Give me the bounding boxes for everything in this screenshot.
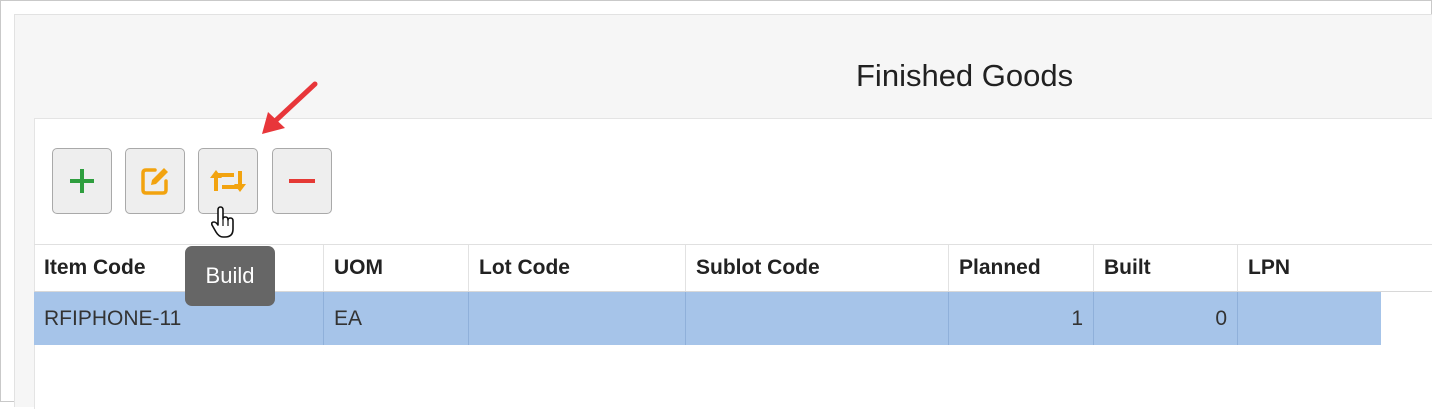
grid-top-border — [34, 244, 1432, 245]
cell-item-code[interactable]: RFIPHONE-11 — [34, 292, 324, 345]
column-header-built[interactable]: Built — [1094, 245, 1238, 291]
cell-lot-code[interactable] — [469, 292, 686, 345]
plus-icon — [70, 169, 94, 193]
build-button[interactable] — [198, 148, 258, 214]
column-header-sublot-code[interactable]: Sublot Code — [686, 245, 949, 291]
cell-lpn[interactable] — [1238, 292, 1381, 345]
column-header-item-code[interactable]: Item Code — [34, 245, 324, 291]
cell-uom[interactable]: EA — [324, 292, 469, 345]
build-tooltip: Build — [185, 246, 275, 306]
annotation-arrow-icon — [262, 81, 318, 134]
page-title: Finished Goods — [856, 58, 1074, 93]
add-button[interactable] — [52, 148, 112, 214]
column-header-lpn[interactable]: LPN — [1248, 256, 1290, 279]
column-header-lot-code[interactable]: Lot Code — [469, 245, 686, 291]
edit-icon — [141, 168, 168, 195]
cell-built[interactable]: 0 — [1094, 292, 1238, 345]
column-header-uom[interactable]: UOM — [324, 245, 469, 291]
cell-sublot-code[interactable] — [686, 292, 949, 345]
minus-icon — [289, 179, 315, 183]
header-divider — [34, 291, 1432, 292]
cell-planned[interactable]: 1 — [949, 292, 1094, 345]
edit-button[interactable] — [125, 148, 185, 214]
column-header-planned[interactable]: Planned — [949, 245, 1094, 291]
repeat-icon — [210, 170, 246, 192]
hand-cursor-icon — [211, 206, 234, 238]
remove-button[interactable] — [272, 148, 332, 214]
